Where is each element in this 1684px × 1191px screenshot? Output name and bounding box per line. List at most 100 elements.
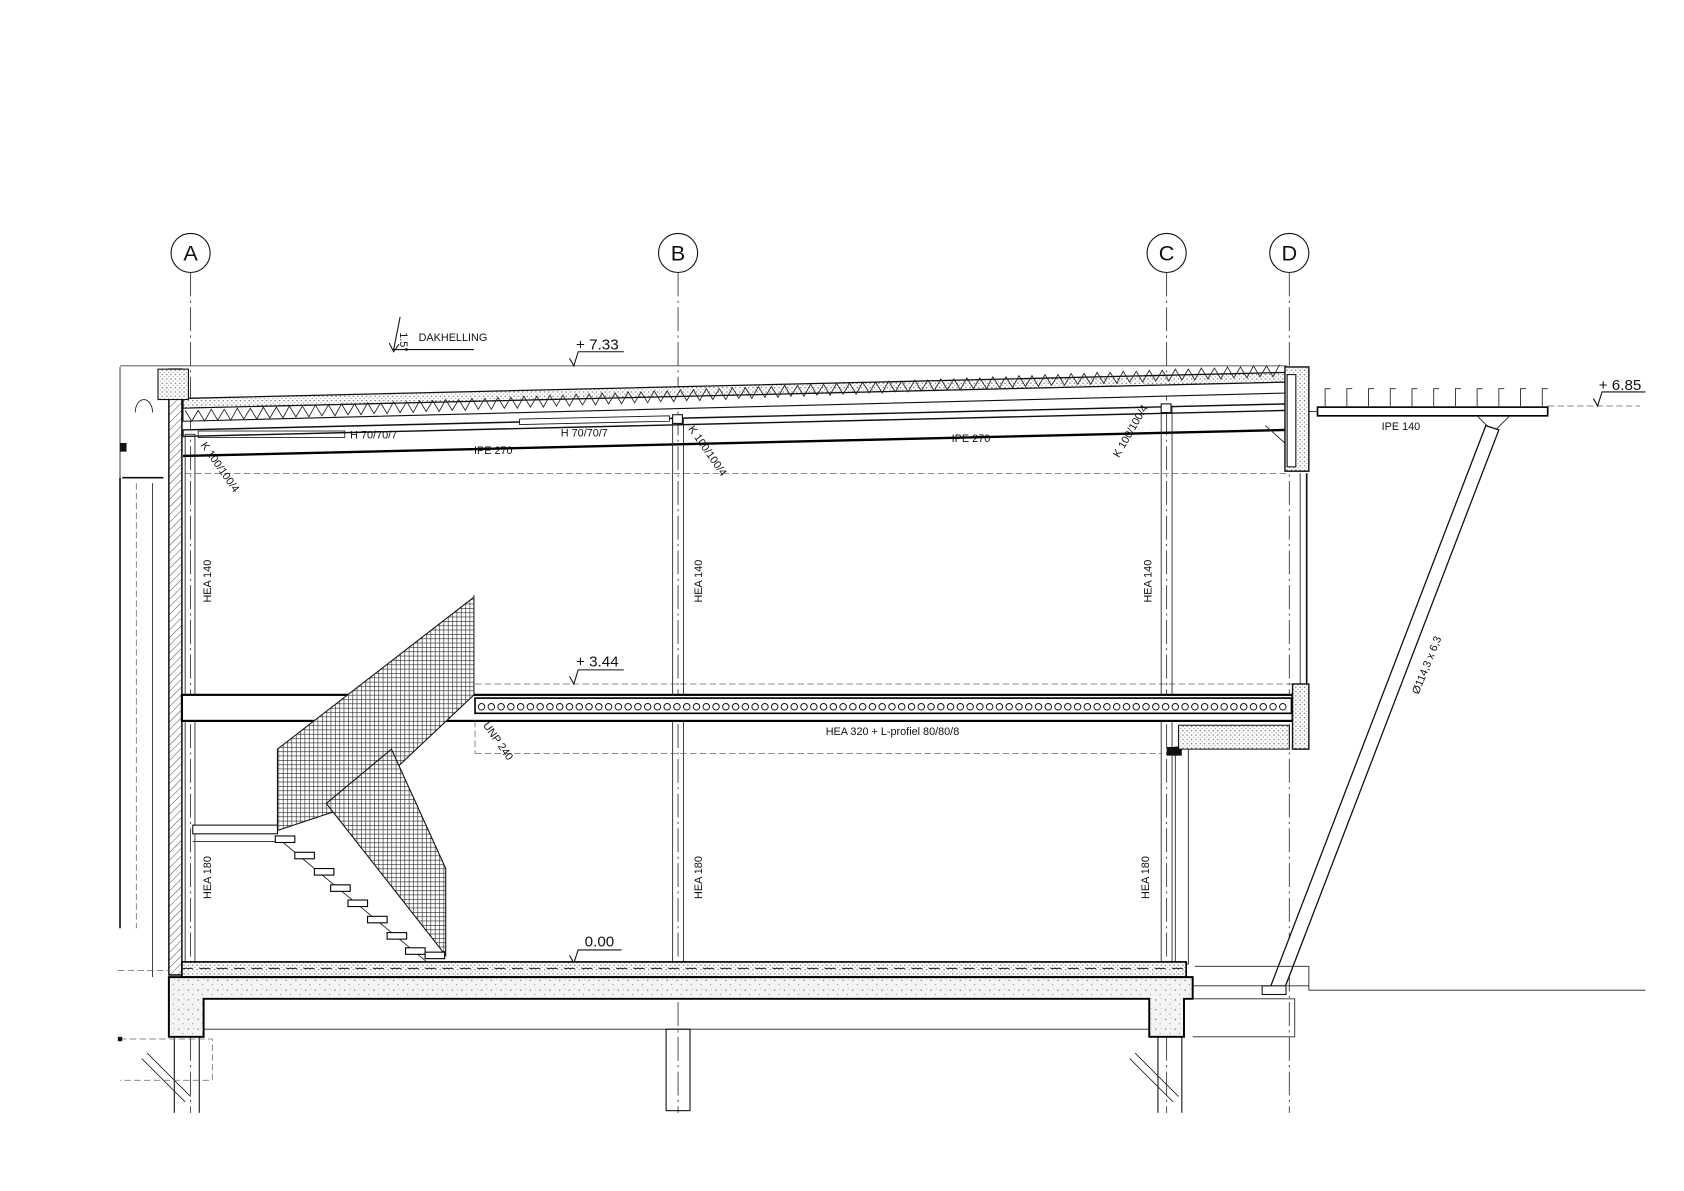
label-ipe140: IPE 140 — [1382, 421, 1421, 433]
slab-hole — [751, 703, 759, 711]
roof-slope-annotation: 1.5° DAKHELLING — [388, 316, 488, 353]
right-facade — [1284, 366, 1310, 750]
slab-hole — [888, 703, 896, 711]
slab-hole — [1230, 703, 1238, 711]
slab-hole — [1171, 703, 1180, 711]
label-hea180-b: HEA 180 — [693, 856, 705, 899]
slab-hole — [1259, 703, 1267, 711]
slab-hole — [497, 703, 505, 711]
slab-hole — [770, 703, 779, 711]
axis-bubble-a: A — [170, 232, 211, 274]
slab-hole — [946, 703, 955, 711]
axis-bubble-d: D — [1269, 232, 1310, 274]
slab-hole — [897, 703, 906, 711]
slab-hole — [546, 703, 554, 711]
slab-hole — [1034, 703, 1043, 711]
slab-hole — [731, 703, 740, 711]
axis-label: A — [183, 241, 198, 266]
slab-hole — [1239, 703, 1248, 711]
slab-hole — [1112, 703, 1121, 711]
slab-hole — [1005, 703, 1013, 711]
slab-hole — [800, 703, 808, 711]
slab-hole — [585, 703, 593, 711]
axis-label: D — [1281, 241, 1297, 266]
slab-hole — [634, 703, 642, 711]
slab-hole — [907, 703, 916, 711]
slab-hole — [487, 703, 496, 711]
axis-label: B — [671, 241, 685, 266]
slab-hole — [507, 703, 515, 711]
slab-hole — [683, 703, 691, 711]
slab-hole — [1279, 703, 1287, 711]
slab-hole — [1073, 703, 1082, 711]
label-floor-beam: HEA 320 + L-profiel 80/80/8 — [826, 726, 960, 738]
slab-hole — [516, 703, 525, 711]
slab-hole — [477, 703, 486, 711]
slab-hole — [1132, 703, 1140, 711]
slab-hole — [575, 703, 584, 711]
slab-hole — [849, 703, 857, 711]
slab-hole — [1161, 703, 1170, 711]
label-k-column-a: K 100/100/4 — [198, 440, 241, 495]
label-hea140-c: HEA 140 — [1142, 560, 1154, 603]
level-text: + 3.44 — [576, 654, 619, 671]
slab-hole — [819, 703, 828, 711]
slab-hole — [956, 703, 965, 711]
slab-hole — [595, 703, 603, 711]
slab-hole — [1093, 703, 1101, 711]
slab-hole — [643, 703, 652, 711]
slab-hole — [839, 703, 847, 711]
roof — [182, 364, 1288, 474]
label-hea180-c: HEA 180 — [1140, 856, 1152, 899]
slab-hole — [917, 703, 926, 711]
slab-hole — [1181, 703, 1189, 711]
slab-hole — [614, 703, 623, 711]
label-unp240: UNP 240 — [480, 720, 515, 763]
label-hea180-a: HEA 180 — [202, 856, 214, 899]
slope-label: DAKHELLING — [419, 332, 488, 344]
slab-hole — [858, 703, 867, 711]
slab-hole — [1220, 703, 1228, 711]
slab-hole — [1142, 703, 1150, 711]
slab-hole — [966, 703, 974, 711]
slab-hole — [976, 703, 984, 711]
level-canopy: + 6.85 — [1547, 377, 1646, 408]
slab-hole — [1054, 703, 1062, 711]
slab-hole — [1152, 703, 1160, 711]
label-ipe270-left: IPE 270 — [474, 445, 513, 457]
slab-hole — [1024, 703, 1033, 711]
slab-hole — [624, 703, 632, 711]
slab-hole — [702, 703, 711, 711]
slab-hole — [653, 703, 662, 711]
slab-hole — [1249, 703, 1258, 711]
label-h-profile-left: H 70/70/7 — [350, 430, 397, 442]
slab-hole — [536, 703, 544, 711]
slab-hole — [1015, 703, 1023, 711]
canopy — [1261, 388, 1549, 996]
label-h-profile-mid: H 70/70/7 — [561, 427, 608, 439]
slab-hole — [1191, 703, 1199, 711]
slab-hole — [526, 703, 535, 711]
label-hea140-a: HEA 140 — [202, 560, 214, 603]
columns — [184, 403, 1189, 967]
slab-hole — [555, 703, 564, 711]
slab-hole — [722, 703, 730, 711]
ground-floor — [117, 961, 1646, 1113]
level-text: + 7.33 — [576, 337, 619, 354]
slab-hole — [1210, 703, 1219, 711]
slab-hole — [741, 703, 750, 711]
slab-hole — [1044, 703, 1053, 711]
slab-hole — [1064, 703, 1072, 711]
staircase — [192, 594, 475, 965]
axis-bubble-b: B — [657, 232, 699, 274]
level-text: 0.00 — [585, 934, 615, 951]
slab-hole — [927, 703, 935, 711]
slab-hole — [878, 703, 886, 711]
slab-hole — [985, 703, 994, 711]
slab-hole — [1122, 703, 1131, 711]
slab-hole — [663, 703, 671, 711]
slope-angle: 1.5° — [397, 332, 409, 351]
level-ground: 0.00 — [569, 934, 622, 965]
slab-hole — [692, 703, 701, 711]
